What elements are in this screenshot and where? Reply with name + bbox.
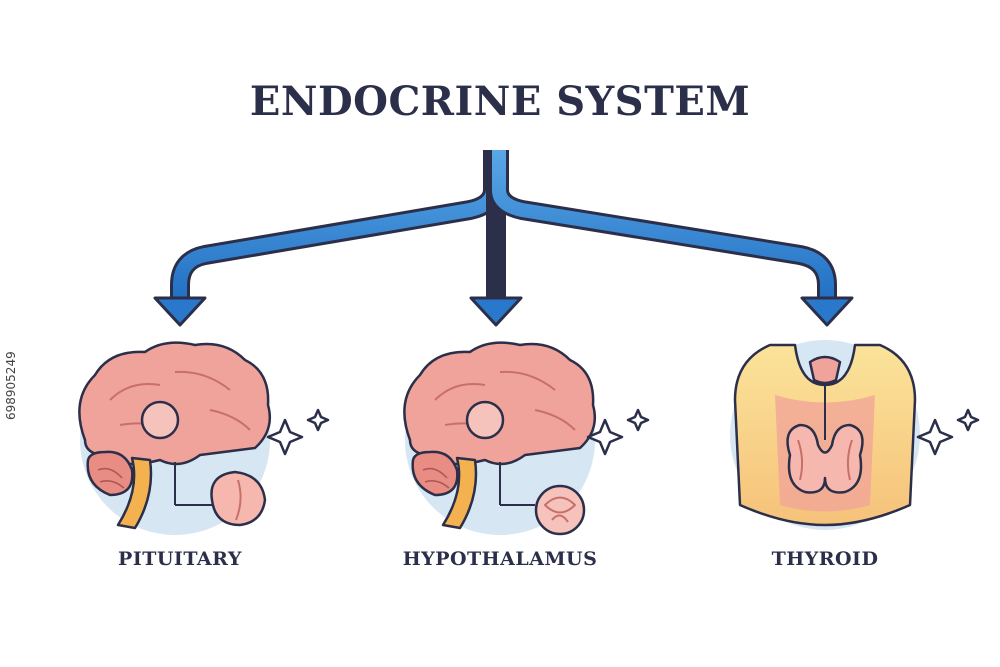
pituitary-gland-icon	[210, 470, 267, 527]
brain-icon	[403, 341, 597, 466]
branch-arrows	[170, 150, 837, 300]
cerebellum-icon	[86, 450, 134, 497]
label-thyroid: THYROID	[771, 548, 879, 570]
arrowhead-thyroid	[800, 296, 854, 327]
hypothalamus-illustration	[403, 341, 650, 536]
brainstem-icon	[116, 456, 153, 530]
arrowhead-pituitary	[153, 296, 207, 327]
thyroid-gland-icon	[786, 423, 864, 494]
brainstem-icon	[441, 456, 478, 530]
stock-image-id: 698905249	[4, 351, 18, 420]
thalamus-icon	[465, 400, 505, 440]
arrow-to-thyroid	[489, 150, 837, 300]
hypothalamus-zoom-icon	[534, 484, 586, 536]
arrow-heads	[153, 296, 854, 327]
cerebellum-icon	[411, 450, 459, 497]
arrowhead-hypothalamus	[469, 296, 523, 327]
sparkle-icon	[916, 408, 980, 456]
sparkle-icon	[266, 408, 330, 456]
label-hypothalamus: HYPOTHALAMUS	[402, 548, 598, 570]
brain-icon	[78, 341, 272, 466]
thalamus-icon	[140, 400, 180, 440]
thyroid-illustration	[730, 340, 980, 530]
pituitary-illustration	[78, 341, 330, 535]
sparkle-icon	[586, 408, 650, 456]
label-pituitary: PITUITARY	[118, 548, 242, 570]
arrow-to-pituitary	[170, 150, 503, 300]
larynx-icon	[808, 355, 842, 385]
diagram-title: ENDOCRINE SYSTEM	[249, 78, 751, 125]
